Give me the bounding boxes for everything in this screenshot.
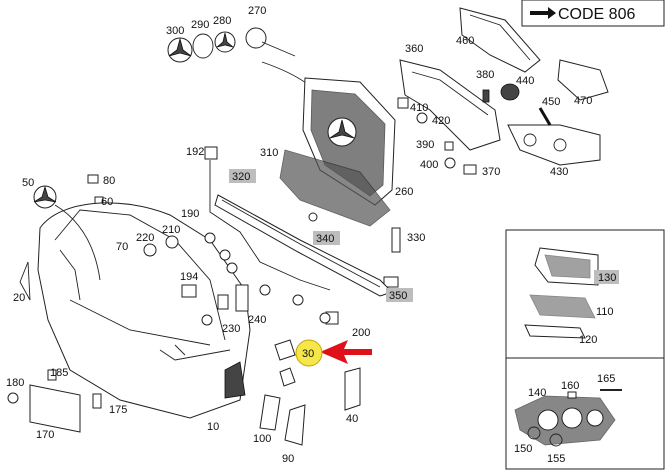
lower-grille-260 <box>279 149 391 227</box>
callout-410: 410 <box>410 102 428 114</box>
callout-194: 194 <box>180 271 198 283</box>
fog-light-opening <box>224 361 246 399</box>
callout-210: 210 <box>162 224 180 236</box>
callout-320: 320 <box>232 171 250 183</box>
callout-360: 360 <box>405 43 423 55</box>
support-brackets <box>399 7 609 166</box>
inset-panels <box>505 229 665 470</box>
emblem-50 <box>33 185 101 281</box>
callout-155: 155 <box>547 453 565 465</box>
callout-400: 400 <box>420 159 438 171</box>
callout-420: 420 <box>432 115 450 127</box>
callout-140: 140 <box>528 387 546 399</box>
callout-40: 40 <box>346 413 358 425</box>
callout-370: 370 <box>482 166 500 178</box>
callout-175: 175 <box>109 404 127 416</box>
callout-100: 100 <box>253 433 271 445</box>
inset-fog-lamp <box>514 389 622 447</box>
license-plate-bracket-170 <box>29 384 81 433</box>
holder-270 <box>245 27 267 49</box>
callout-390: 390 <box>416 139 434 151</box>
callout-20: 20 <box>13 292 25 304</box>
highlight-circle <box>295 339 323 367</box>
callout-190: 190 <box>181 208 199 220</box>
callout-180: 180 <box>6 377 24 389</box>
callout-330: 330 <box>407 232 425 244</box>
callout-70: 70 <box>116 241 128 253</box>
callout-150: 150 <box>514 443 532 455</box>
callout-310: 310 <box>260 147 278 159</box>
callout-110: 110 <box>596 306 614 318</box>
callout-192: 192 <box>186 146 204 158</box>
bracket-470 <box>557 59 609 101</box>
callout-440: 440 <box>516 75 534 87</box>
callout-380: 380 <box>476 69 494 81</box>
callout-230: 230 <box>222 323 240 335</box>
shaded-labels <box>229 169 619 302</box>
callout-185: 185 <box>50 367 68 379</box>
callout-labels: 300 290 280 270 360 460 380 440 410 420 … <box>6 5 616 465</box>
callout-130: 130 <box>598 272 616 284</box>
callout-300: 300 <box>166 25 184 37</box>
callout-470: 470 <box>574 95 592 107</box>
front-bumper-10 <box>37 202 251 419</box>
red-arrow-icon <box>320 340 372 364</box>
wiring-harness <box>143 160 331 326</box>
callout-430: 430 <box>550 166 568 178</box>
callout-350: 350 <box>389 290 407 302</box>
callout-220: 220 <box>136 232 154 244</box>
callout-270: 270 <box>248 5 266 17</box>
emblem-group <box>167 27 296 63</box>
callout-160: 160 <box>561 380 579 392</box>
callout-240: 240 <box>248 314 266 326</box>
callout-280: 280 <box>213 15 231 27</box>
lower-parts <box>7 261 361 446</box>
callout-120: 120 <box>579 334 597 346</box>
callout-30: 30 <box>302 348 314 360</box>
callout-460: 460 <box>456 35 474 47</box>
callout-165: 165 <box>597 373 615 385</box>
callout-60: 60 <box>101 196 113 208</box>
code-box: CODE 806 <box>521 0 665 27</box>
callout-290: 290 <box>191 19 209 31</box>
callout-10: 10 <box>207 421 219 433</box>
code-label: CODE 806 <box>558 6 635 23</box>
callout-80: 80 <box>103 175 115 187</box>
callout-260: 260 <box>395 186 413 198</box>
arrow-right-icon <box>530 7 556 19</box>
callout-450: 450 <box>542 96 560 108</box>
callout-200: 200 <box>352 327 370 339</box>
callout-340: 340 <box>316 233 334 245</box>
callout-170: 170 <box>36 429 54 441</box>
inset-fog-cover <box>524 247 599 339</box>
ring-290 <box>192 33 214 59</box>
callout-50: 50 <box>22 177 34 189</box>
callout-90: 90 <box>282 453 294 465</box>
